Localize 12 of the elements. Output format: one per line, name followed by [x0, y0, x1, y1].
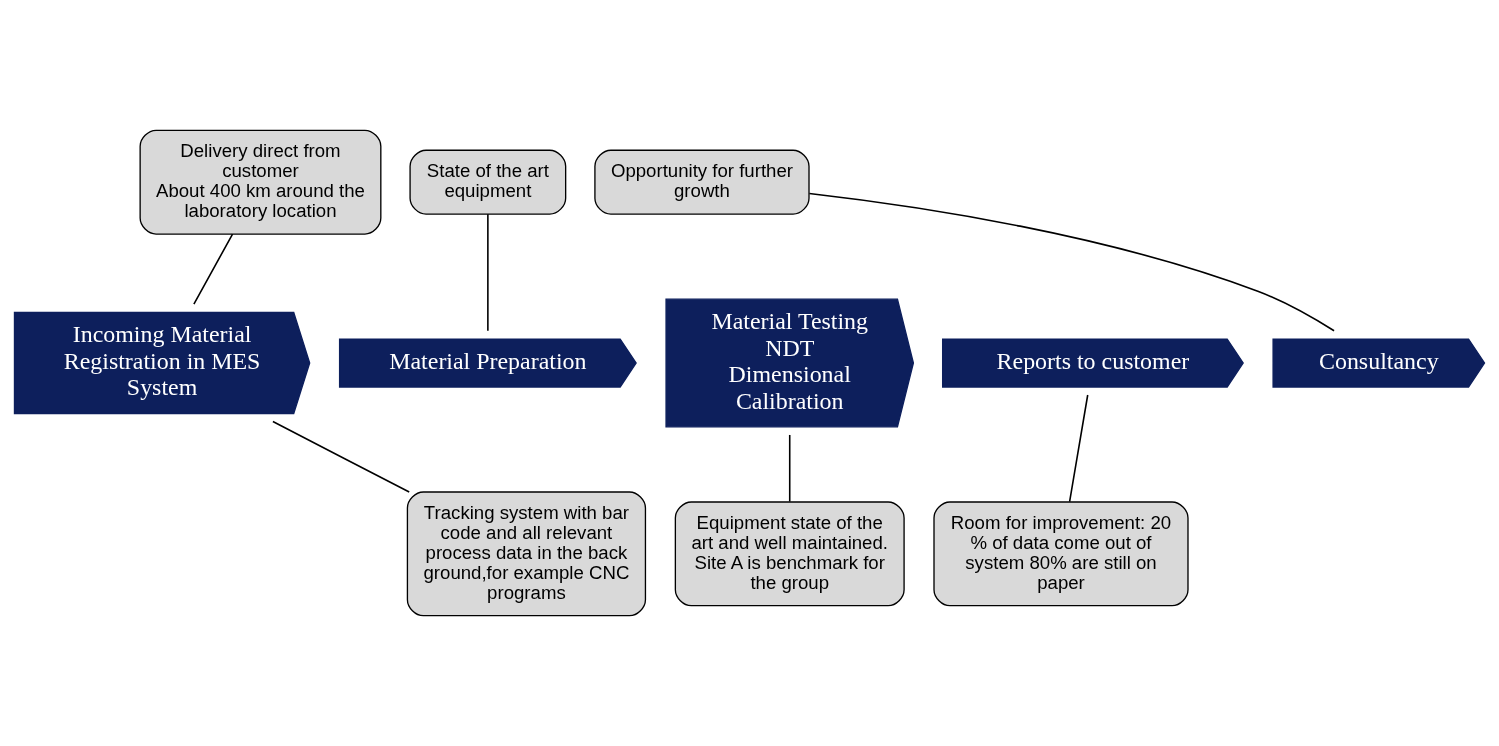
node-box: Tracking system with bar code and all relevant process data in the back ground,for example CNC programs: [406, 491, 647, 617]
node-box: State of the art equipment: [409, 149, 567, 215]
node-box: Room for improvement: 20 % of data come out of system 80% are still on paper: [933, 501, 1189, 607]
connector: [193, 233, 234, 305]
connector: [272, 420, 410, 493]
node-box: Delivery direct from customer About 400 km around the laboratory location: [139, 129, 382, 235]
connector: [487, 213, 489, 332]
node-box: Equipment state of the art and well maintained. Site A is benchmark for the group: [674, 501, 905, 607]
node-box: Opportunity for further growth: [594, 149, 810, 215]
connector: [788, 434, 791, 503]
connector: [808, 192, 1335, 332]
connector: [1068, 394, 1089, 503]
